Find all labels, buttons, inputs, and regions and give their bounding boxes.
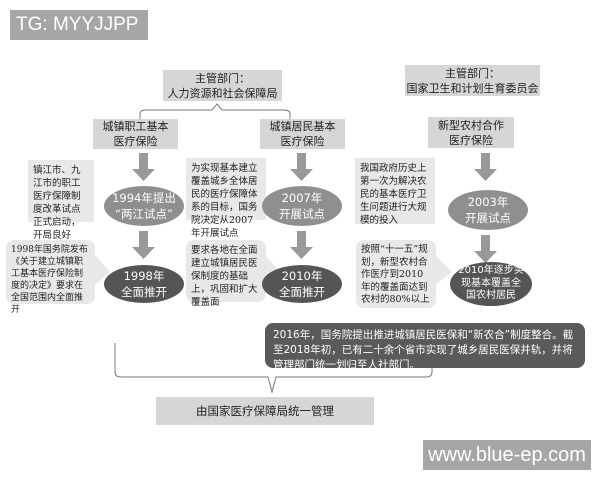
milestone-text: 开展试点 — [465, 211, 511, 225]
dept-right-box: 主管部门： 国家卫生和计划生育委员会 — [405, 65, 540, 96]
milestone-text: 国农村居民 — [466, 290, 516, 302]
dept-label: 主管部门： — [445, 66, 500, 80]
dept-label: 主管部门： — [195, 71, 250, 85]
program-label: 城镇职工基本 — [102, 120, 169, 133]
milestone-text: 2007年 — [281, 191, 323, 205]
milestone-2007: 2007年开展试点 — [262, 186, 342, 226]
milestone-text: 1998年 — [123, 269, 165, 283]
milestone-1998: 1998年全面推开 — [104, 265, 184, 303]
milestone-text: “两江试点” — [115, 207, 173, 221]
milestone-text: 2010年 — [281, 269, 323, 283]
program-label: 医疗保险 — [449, 133, 493, 147]
brace-bottom — [114, 343, 433, 394]
note-1994: 镇江市、九江市的职工医疗保障制度改革试点正式启动，开局良好 — [28, 160, 94, 241]
milestone-2003: 2003年开展试点 — [448, 190, 528, 230]
arrow-down — [132, 153, 155, 181]
callout-tail — [95, 255, 110, 285]
final-management-box: 由国家医疗保障局统一管理 — [156, 397, 374, 425]
milestone-2010-resident: 2010年全面推开 — [262, 265, 342, 303]
arrows — [132, 153, 497, 263]
callout-tail — [435, 255, 452, 285]
dept-left-box: 主管部门： 人力资源和社会保障局 — [163, 70, 282, 101]
watermark-badge-top: TG: MYYJJPP — [10, 10, 148, 40]
program-resident: 城镇居民基本医疗保险 — [260, 119, 345, 149]
milestone-text: 全面推开 — [279, 285, 325, 299]
milestone-text: 2010年逐步实 — [458, 265, 524, 277]
program-label: 城镇居民基本 — [269, 120, 336, 133]
arrow-down — [474, 235, 497, 263]
program-employee: 城镇职工基本医疗保险 — [93, 119, 178, 149]
dept-name: 人力资源和社会保障局 — [167, 86, 278, 100]
arrow-down — [132, 231, 155, 259]
watermark-url: www.blue-ep.com — [423, 440, 591, 470]
brace-top — [139, 103, 291, 120]
program-label: 医疗保险 — [113, 135, 158, 148]
program-rural: 新型农村合作医疗保险 — [428, 117, 514, 148]
milestone-text: 1994年提出 — [112, 191, 176, 205]
program-label: 医疗保险 — [280, 135, 325, 148]
callout-1998: 1998年国务院发布《关于建立城镇职工基本医疗保险制度的决定》要求在全国范围内全… — [6, 240, 95, 315]
summary-2016: 2016年，国务院提出推进城镇居民医保和“新农合”制度整合。截至2018年初，已… — [265, 323, 585, 371]
milestone-text: 2003年 — [467, 195, 509, 209]
milestone-2010-rural: 2010年逐步实现基本覆盖全国农村居民 — [450, 262, 532, 306]
arrow-down — [290, 231, 313, 259]
callout-2010-rural: 按照“十一五”规划，新型农村合作医疗到2010年的覆盖面达到农村的80%以上 — [356, 240, 436, 308]
milestone-text: 现基本覆盖全 — [461, 277, 521, 289]
note-2003: 我国政府历史上第一次为解决农民的基本医疗卫生问题进行大规模的投入 — [355, 158, 435, 226]
note-2007: 为实现基本建立覆盖城乡全体居民的医疗保障体系的目标，国务院决定从2007年开展试… — [186, 158, 266, 239]
milestone-text: 全面推开 — [121, 285, 167, 299]
milestone-text: 开展试点 — [279, 207, 325, 221]
callout-2010-resident: 要求各地在全面建立城镇居民医保制度的基础上，巩固和扩大覆盖面 — [186, 240, 266, 308]
milestone-1994: 1994年提出 “两江试点” — [104, 186, 184, 226]
program-label: 新型农村合作 — [438, 118, 504, 132]
arrow-down — [474, 153, 497, 181]
arrow-down — [290, 153, 313, 181]
dept-name: 国家卫生和计划生育委员会 — [406, 81, 539, 95]
